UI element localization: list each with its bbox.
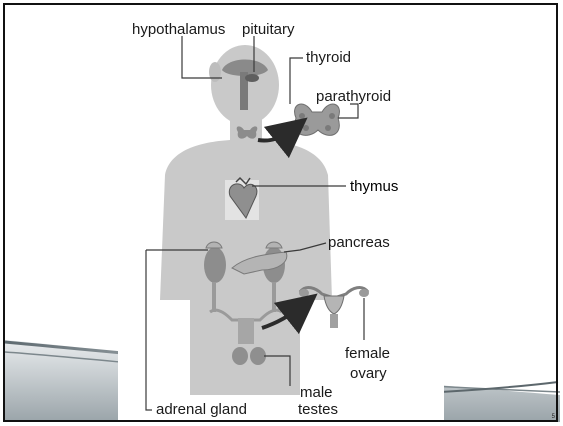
slide-border [3,3,558,422]
slide-number: 5 [552,414,555,420]
